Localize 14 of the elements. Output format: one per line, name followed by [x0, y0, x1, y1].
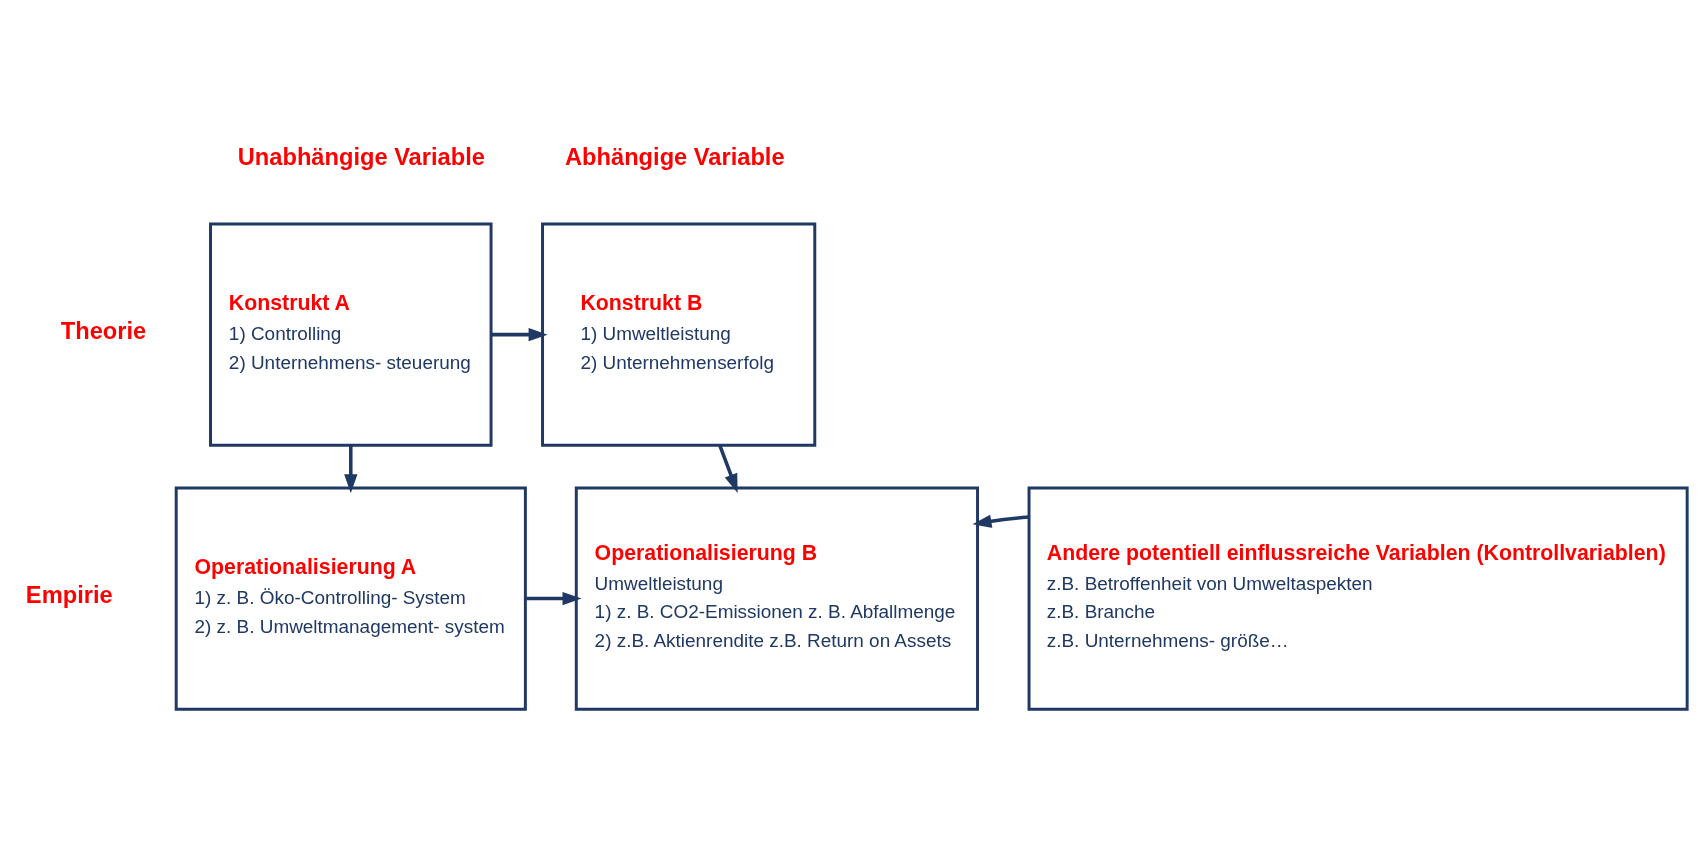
arrow	[344, 445, 358, 494]
arrow	[491, 328, 548, 342]
arrow	[718, 445, 738, 493]
node-box: Operationalisierung B Umweltleistung 1) z. B. CO2-Emissionen z. B. Abfallmenge 2) z.B. Aktienrendite z.B. Return on Assets	[574, 486, 979, 711]
label: Abhängige Variable	[565, 143, 785, 170]
node-box: Konstrukt B 1) Umweltleistung 2) Unternehmenserfolg	[541, 222, 817, 447]
label: Theorie	[60, 318, 147, 345]
node-box: Operationalisierung A 1) z. B. Öko-Controlling- System 2) z. B. Umweltmanagement- system	[174, 486, 527, 711]
node-box: Konstrukt A 1) Controlling 2) Unternehmens- steuerung	[209, 222, 493, 447]
label: Empirie	[25, 582, 113, 609]
arrow	[525, 591, 582, 606]
label: Unabhängige Variable	[237, 143, 485, 170]
node-box: Andere potentiell einflussreiche Variablen (Kontrollvariablen) z.B. Betroffenheit von Umweltaspekten z.B. Branche z.B. Unternehmens- größe…	[1027, 486, 1689, 711]
arrow	[972, 514, 1029, 528]
